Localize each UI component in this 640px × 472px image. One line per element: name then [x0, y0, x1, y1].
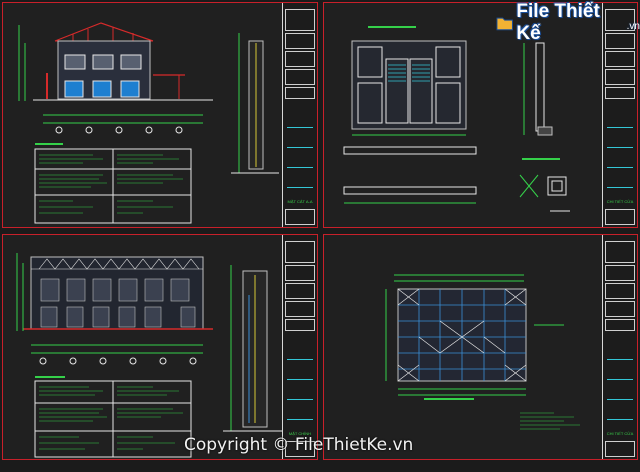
title-block-label: MẶT CẮT A-A [287, 199, 313, 204]
door-detail-drawing [343, 26, 570, 212]
door-detail-sheet: CHI TIẾT CỬA [323, 2, 638, 228]
logo-tld: .vn [626, 20, 640, 32]
section-sheet: MẶT CHÍNH [2, 234, 318, 460]
copyright-watermark: Copyright © FileThietKe.vn [184, 435, 414, 455]
site-logo: File Thiết Kế .vn [496, 1, 640, 44]
title-block-label: CHI TIẾT CỬA [606, 199, 634, 204]
title-block-label: CHI TIẾT CỬA [606, 431, 634, 436]
elevation-drawing [18, 22, 279, 224]
folder-icon [496, 17, 513, 31]
title-block-label: MẶT CHÍNH [288, 431, 312, 436]
title-block: CHI TIẾT CỬA [602, 235, 637, 459]
title-block: MẶT CẮT A-A [282, 3, 317, 227]
logo-text: File Thiết Kế [516, 1, 600, 44]
title-block: MẶT CHÍNH [282, 235, 317, 459]
ceiling-plan-sheet: CHI TIẾT CỬA [323, 234, 638, 460]
section-drawing [16, 253, 283, 458]
title-block: CHI TIẾT CỬA [602, 3, 637, 227]
elevation-sheet: MẶT CẮT A-A [2, 2, 318, 228]
ceiling-plan-drawing [385, 274, 580, 430]
